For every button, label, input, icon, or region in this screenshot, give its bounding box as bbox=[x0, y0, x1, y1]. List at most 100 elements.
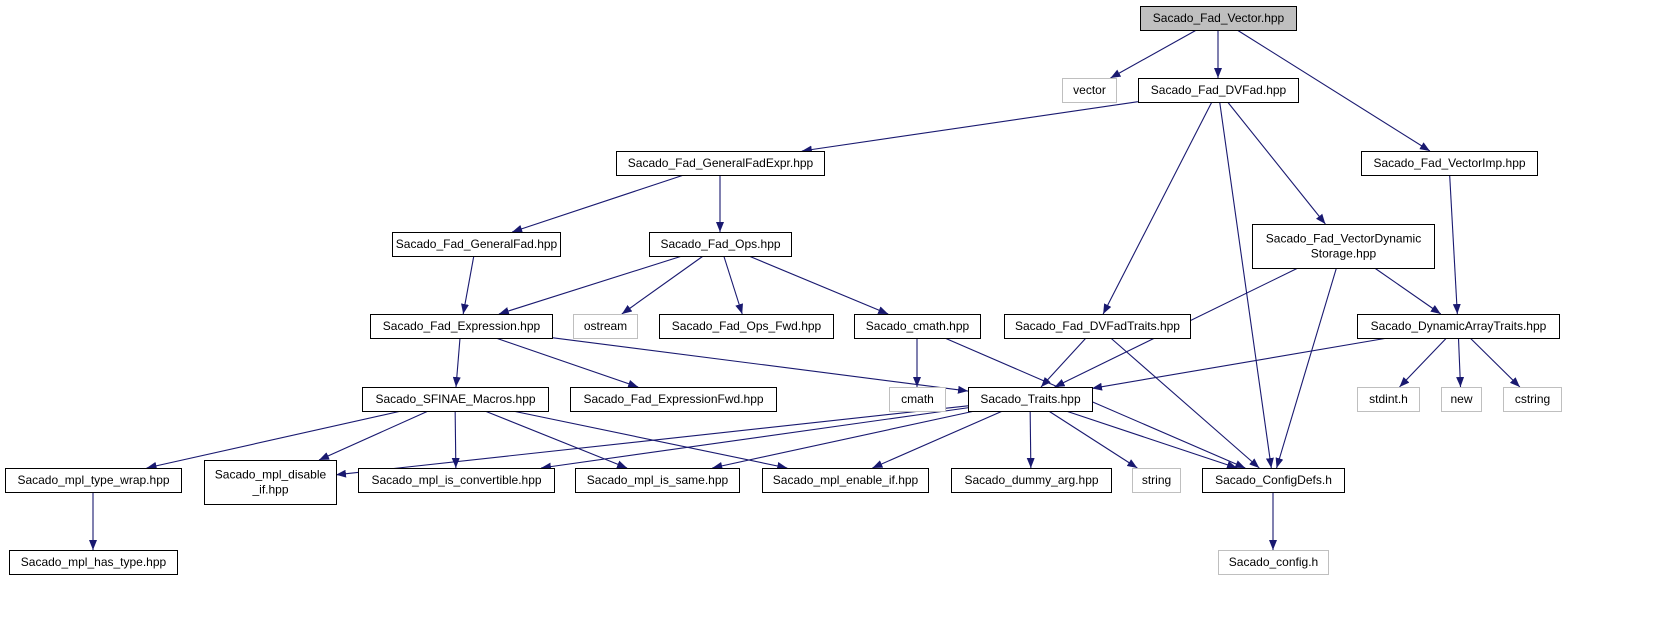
node-box-ostream bbox=[573, 314, 638, 339]
edge-traits-to-dummyarg bbox=[1026, 410, 1035, 469]
node-label-disableif-1: _if.hpp bbox=[251, 483, 288, 497]
node-box-configdefs bbox=[1202, 468, 1345, 493]
edge-traits-to-disableif bbox=[335, 405, 969, 478]
node-label-hastype: Sacado_mpl_has_type.hpp bbox=[21, 555, 167, 569]
node-label-typewrap: Sacado_mpl_type_wrap.hpp bbox=[17, 473, 169, 487]
node-cmath_hpp[interactable]: Sacado_cmath.hpp bbox=[854, 314, 981, 339]
node-label-disableif-0: Sacado_mpl_disable bbox=[215, 468, 327, 482]
node-label-config: Sacado_config.h bbox=[1229, 555, 1318, 569]
node-label-new: new bbox=[1450, 392, 1472, 406]
node-traits[interactable]: Sacado_Traits.hpp bbox=[968, 387, 1093, 412]
edge-traits-to-enableif bbox=[872, 410, 1003, 469]
node-label-cstring: cstring bbox=[1515, 392, 1550, 406]
edge-sfinae-to-issame bbox=[484, 410, 628, 469]
node-label-ops: Sacado_Fad_Ops.hpp bbox=[660, 237, 780, 251]
edge-vecdynstor-to-dynarrtraits bbox=[1374, 267, 1442, 315]
node-label-isconv: Sacado_mpl_is_convertible.hpp bbox=[371, 473, 541, 487]
edge-sfinae-to-enableif bbox=[512, 410, 788, 470]
node-label-stdint: stdint.h bbox=[1369, 392, 1408, 406]
edge-ops-to-opsfwd bbox=[723, 255, 743, 315]
node-box-enableif bbox=[762, 468, 929, 493]
node-label-dvfadtraits: Sacado_Fad_DVFadTraits.hpp bbox=[1015, 319, 1180, 333]
node-label-opsfwd: Sacado_Fad_Ops_Fwd.hpp bbox=[672, 319, 822, 333]
node-box-vecdynstor bbox=[1252, 224, 1435, 269]
node-string: string bbox=[1132, 468, 1181, 493]
edge-sfinae-to-disableif bbox=[318, 410, 429, 461]
node-box-exprfwd bbox=[570, 387, 777, 412]
node-label-genfadexpr: Sacado_Fad_GeneralFadExpr.hpp bbox=[628, 156, 814, 170]
node-dvfadtraits[interactable]: Sacado_Fad_DVFadTraits.hpp bbox=[1004, 314, 1191, 339]
node-box-ops bbox=[649, 232, 792, 257]
edge-dynarrtraits-to-traits bbox=[1091, 337, 1388, 391]
node-box-isconv bbox=[358, 468, 555, 493]
node-genfad[interactable]: Sacado_Fad_GeneralFad.hpp bbox=[392, 232, 561, 257]
node-box-typewrap bbox=[5, 468, 182, 493]
node-label-vector_hpp: Sacado_Fad_Vector.hpp bbox=[1153, 11, 1285, 25]
node-label-dvfad: Sacado_Fad_DVFad.hpp bbox=[1151, 83, 1287, 97]
node-label-dummyarg: Sacado_dummy_arg.hpp bbox=[964, 473, 1098, 487]
node-box-sfinae bbox=[362, 387, 549, 412]
node-vectorimp[interactable]: Sacado_Fad_VectorImp.hpp bbox=[1361, 151, 1538, 176]
node-box-genfadexpr bbox=[616, 151, 825, 176]
node-vector: vector bbox=[1062, 78, 1117, 103]
edge-dynarrtraits-to-new bbox=[1456, 337, 1465, 388]
node-label-vecdynstor-1: Storage.hpp bbox=[1311, 247, 1377, 261]
node-issame[interactable]: Sacado_mpl_is_same.hpp bbox=[575, 468, 740, 493]
node-genfadexpr[interactable]: Sacado_Fad_GeneralFadExpr.hpp bbox=[616, 151, 825, 176]
edge-vector_hpp-to-vectorimp bbox=[1236, 29, 1431, 152]
node-label-dynarrtraits: Sacado_DynamicArrayTraits.hpp bbox=[1371, 319, 1547, 333]
node-box-vector bbox=[1062, 78, 1117, 103]
edge-expression-to-traits bbox=[551, 337, 969, 394]
node-box-expression bbox=[370, 314, 553, 339]
node-label-sfinae: Sacado_SFINAE_Macros.hpp bbox=[375, 392, 535, 406]
node-exprfwd[interactable]: Sacado_Fad_ExpressionFwd.hpp bbox=[570, 387, 777, 412]
node-dvfad[interactable]: Sacado_Fad_DVFad.hpp bbox=[1138, 78, 1299, 103]
edge-dynarrtraits-to-cstring bbox=[1469, 337, 1521, 388]
node-typewrap[interactable]: Sacado_mpl_type_wrap.hpp bbox=[5, 468, 182, 493]
edge-dvfad-to-vecdynstor bbox=[1227, 101, 1326, 225]
node-box-config bbox=[1218, 550, 1329, 575]
node-box-cmath_hpp bbox=[854, 314, 981, 339]
node-box-disableif bbox=[204, 460, 337, 505]
node-box-issame bbox=[575, 468, 740, 493]
node-sfinae[interactable]: Sacado_SFINAE_Macros.hpp bbox=[362, 387, 549, 412]
node-label-vector: vector bbox=[1073, 83, 1106, 97]
edge-vector_hpp-to-vector bbox=[1110, 29, 1197, 79]
node-box-dummyarg bbox=[951, 468, 1112, 493]
edge-ops-to-expression bbox=[498, 255, 683, 315]
edge-dynarrtraits-to-stdint bbox=[1399, 337, 1447, 388]
edge-vectorimp-to-dynarrtraits bbox=[1449, 174, 1461, 315]
node-label-configdefs: Sacado_ConfigDefs.h bbox=[1215, 473, 1332, 487]
edge-dvfad-to-genfadexpr bbox=[801, 101, 1139, 154]
edge-vecdynstor-to-configdefs bbox=[1275, 267, 1337, 469]
node-label-vecdynstor-0: Sacado_Fad_VectorDynamic bbox=[1266, 232, 1421, 246]
node-box-dvfadtraits bbox=[1004, 314, 1191, 339]
node-isconv[interactable]: Sacado_mpl_is_convertible.hpp bbox=[358, 468, 555, 493]
node-box-traits bbox=[968, 387, 1093, 412]
node-label-cmath: cmath bbox=[901, 392, 934, 406]
node-label-traits: Sacado_Traits.hpp bbox=[980, 392, 1081, 406]
node-expression[interactable]: Sacado_Fad_Expression.hpp bbox=[370, 314, 553, 339]
node-label-genfad: Sacado_Fad_GeneralFad.hpp bbox=[396, 237, 558, 251]
node-box-cstring bbox=[1503, 387, 1562, 412]
node-box-new bbox=[1441, 387, 1482, 412]
edge-ops-to-cmath_hpp bbox=[748, 255, 889, 315]
node-ops[interactable]: Sacado_Fad_Ops.hpp bbox=[649, 232, 792, 257]
edge-genfad-to-expression bbox=[461, 255, 475, 315]
node-configdefs[interactable]: Sacado_ConfigDefs.h bbox=[1202, 468, 1345, 493]
node-dynarrtraits[interactable]: Sacado_DynamicArrayTraits.hpp bbox=[1357, 314, 1560, 339]
node-opsfwd[interactable]: Sacado_Fad_Ops_Fwd.hpp bbox=[659, 314, 834, 339]
edge-traits-to-string bbox=[1048, 410, 1138, 469]
node-disableif[interactable]: Sacado_mpl_disable_if.hpp bbox=[204, 460, 337, 505]
edge-expression-to-exprfwd bbox=[495, 337, 639, 388]
node-enableif[interactable]: Sacado_mpl_enable_if.hpp bbox=[762, 468, 929, 493]
node-vector_hpp[interactable]: Sacado_Fad_Vector.hpp bbox=[1140, 6, 1297, 31]
node-box-vectorimp bbox=[1361, 151, 1538, 176]
node-box-vector_hpp bbox=[1140, 6, 1297, 31]
node-hastype[interactable]: Sacado_mpl_has_type.hpp bbox=[9, 550, 178, 575]
node-label-issame: Sacado_mpl_is_same.hpp bbox=[587, 473, 729, 487]
node-box-dvfad bbox=[1138, 78, 1299, 103]
node-dummyarg[interactable]: Sacado_dummy_arg.hpp bbox=[951, 468, 1112, 493]
